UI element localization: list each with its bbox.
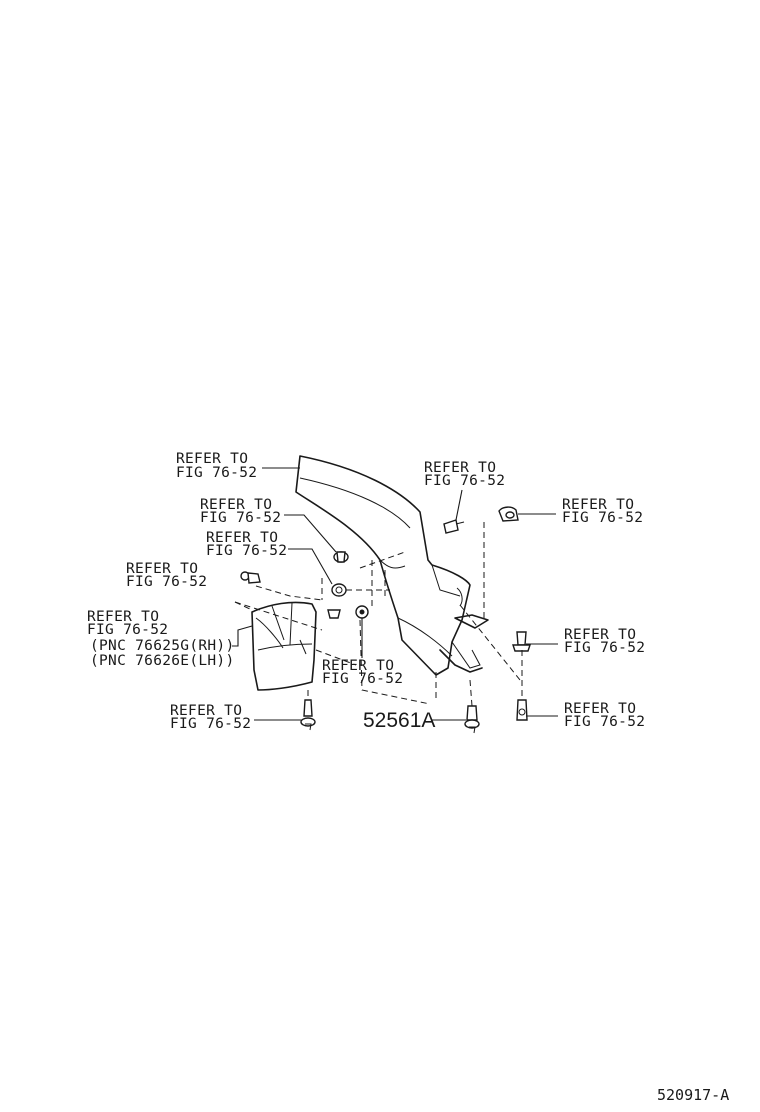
- callout-line-1: REFER TO: [176, 451, 248, 467]
- callout-line-1: REFER TO: [87, 609, 159, 625]
- callout-line-2: FIG 76-52: [564, 714, 645, 730]
- callout-line-2: FIG 76-52: [176, 465, 257, 481]
- callout-refer-fig-76-52: REFER TO FIG 76-52: [564, 627, 645, 656]
- callout-line-1: REFER TO: [562, 497, 634, 513]
- clip-fastener: [333, 551, 349, 563]
- callout-refer-fig-76-52: REFER TO FIG 76-52: [200, 497, 281, 526]
- clip-fastener: [331, 583, 347, 597]
- mudguard-pnc-lh: (PNC 76626E(LH)): [90, 653, 234, 669]
- mudguard-part: [251, 601, 317, 691]
- callout-line-1: REFER TO: [564, 701, 636, 717]
- clip-fastener: [516, 699, 528, 721]
- callout-refer-fig-76-52: REFER TO FIG 76-52: [126, 561, 207, 590]
- leader-lines: [232, 467, 558, 721]
- callout-line-1: REFER TO: [170, 703, 242, 719]
- callout-refer-fig-76-52: REFER TO FIG 76-52: [322, 658, 403, 687]
- callout-line-1: REFER TO: [200, 497, 272, 513]
- callout-refer-fig-76-52: REFER TO FIG 76-52: [564, 701, 645, 730]
- assembly-dashed-lines: [234, 522, 523, 707]
- fender-liner-part: [295, 455, 489, 676]
- clip-fastener: [355, 605, 369, 619]
- callout-line-2: FIG 76-52: [87, 622, 168, 638]
- screw-fastener: [240, 571, 261, 584]
- callout-line-2: FIG 76-52: [200, 510, 281, 526]
- callout-line-1: REFER TO: [424, 460, 496, 476]
- clip-fastener: [498, 506, 519, 522]
- callout-line-2: FIG 76-52: [564, 640, 645, 656]
- figure-code: 520917-A: [657, 1086, 729, 1104]
- callout-line-2: FIG 76-52: [322, 671, 403, 687]
- clip-fastener: [327, 609, 341, 619]
- callout-refer-fig-76-52: REFER TO FIG 76-52: [170, 703, 251, 732]
- clip-fastener: [512, 631, 531, 652]
- callout-line-2: FIG 76-52: [206, 543, 287, 559]
- callout-refer-fig-76-52: REFER TO FIG 76-52: [562, 497, 643, 526]
- clip-fastener: [300, 699, 316, 731]
- callout-refer-fig-76-52: REFER TO FIG 76-52: [176, 451, 257, 481]
- callout-line-2: FIG 76-52: [562, 510, 643, 526]
- callout-refer-fig-76-52: REFER TO FIG 76-52: [424, 460, 505, 489]
- callout-mudguard-pnc: REFER TO FIG 76-52 (PNC 76625G(RH)) (PNC…: [87, 609, 234, 669]
- callout-line-2: FIG 76-52: [424, 473, 505, 489]
- callout-line-1: REFER TO: [126, 561, 198, 577]
- clip-fastener: [464, 705, 480, 734]
- callout-line-2: FIG 76-52: [126, 574, 207, 590]
- part-number-label: 52561A: [363, 709, 435, 732]
- callout-refer-fig-76-52: REFER TO FIG 76-52: [206, 530, 287, 559]
- callout-line-1: REFER TO: [206, 530, 278, 546]
- screw-fastener: [443, 519, 465, 534]
- mudguard-pnc-rh: (PNC 76625G(RH)): [90, 638, 234, 654]
- callout-line-1: REFER TO: [322, 658, 394, 674]
- callout-line-1: REFER TO: [564, 627, 636, 643]
- callout-line-2: FIG 76-52: [170, 716, 251, 732]
